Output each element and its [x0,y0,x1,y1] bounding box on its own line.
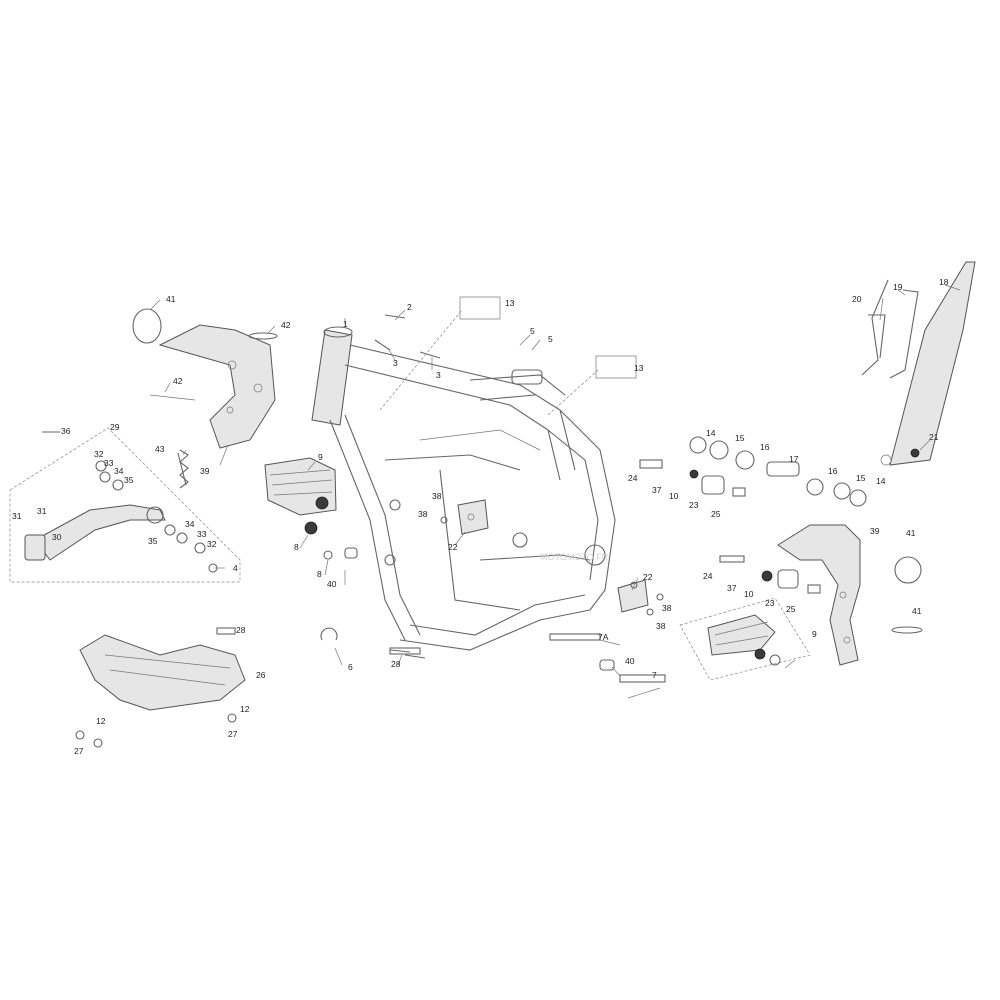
callout-31-b: 31 [37,506,47,516]
callout-2: 2 [407,302,412,312]
callout-8-b: 8 [317,569,322,579]
callout-28-a: 28 [236,625,246,635]
callout-41-b: 41 [906,528,916,538]
skid-plate [75,627,421,748]
callout-39-a: 39 [200,466,210,476]
callout-35-a: 35 [124,475,134,485]
callout-41-a: 41 [166,294,176,304]
callout-37-a: 37 [652,485,662,495]
callout-22-a: 22 [448,542,458,552]
left-footpeg [264,457,337,560]
callout-13-a: 13 [505,298,515,308]
callout-25-a: 25 [711,509,721,519]
callout-26: 26 [256,670,266,680]
main-frame [311,326,616,651]
side-stand [861,261,976,466]
callout-10-a: 10 [669,491,679,501]
callout-22-b: 22 [643,572,653,582]
callout-labels: 1 2 3 3 4 5 5 6 7 7A 8 8 9 9 10 10 12 12… [12,277,949,756]
callout-23-b: 23 [765,598,775,608]
callout-23-a: 23 [689,500,699,510]
callout-5-a: 5 [530,326,535,336]
callout-38-d: 38 [656,621,666,631]
callout-28-b: 28 [391,659,401,669]
brake-pedal-assembly [9,427,241,583]
right-frame-guard [777,524,923,666]
callout-1: 1 [343,319,348,329]
callout-35-b: 35 [148,536,158,546]
callout-38-b: 38 [418,509,428,519]
callout-43: 43 [155,444,165,454]
left-frame-guard [132,308,278,449]
callout-14-a: 14 [706,428,716,438]
callout-4: 4 [233,563,238,573]
callout-20: 20 [852,294,862,304]
callout-16-b: 16 [828,466,838,476]
callout-3-a: 3 [393,358,398,368]
callout-31-a: 31 [12,511,22,521]
callout-12-b: 12 [240,704,250,714]
callout-8-a: 8 [294,542,299,552]
callout-24-a: 24 [628,473,638,483]
right-footpeg [679,597,811,681]
callout-16-a: 16 [760,442,770,452]
callout-24-b: 24 [703,571,713,581]
callout-6: 6 [348,662,353,672]
callout-9-a: 9 [318,452,323,462]
callout-36: 36 [61,426,71,436]
callout-34-a: 34 [114,466,124,476]
callout-10-b: 10 [744,589,754,599]
callout-38-a: 38 [432,491,442,501]
callout-37-b: 37 [727,583,737,593]
callout-32-a: 32 [94,449,104,459]
callout-15-a: 15 [735,433,745,443]
callout-29: 29 [110,422,120,432]
callout-30: 30 [52,532,62,542]
callout-38-c: 38 [662,603,672,613]
callout-33-a: 33 [104,458,114,468]
callout-42-a: 42 [281,320,291,330]
callout-33-b: 33 [197,529,207,539]
callout-40-b: 40 [625,656,635,666]
callout-40-a: 40 [327,579,337,589]
callout-5-b: 5 [548,334,553,344]
callout-19: 19 [893,282,903,292]
watermark-text: MOTOMOTO.FR [540,552,609,562]
small-parts [179,296,664,659]
callout-27-b: 27 [228,729,238,739]
callout-17: 17 [789,454,799,464]
callout-39-b: 39 [870,526,880,536]
callout-14-b: 14 [876,476,886,486]
callout-21: 21 [929,432,939,442]
callout-3-b: 3 [436,370,441,380]
callout-7a: 7A [598,632,609,642]
callout-41-c: 41 [912,606,922,616]
callout-7: 7 [652,670,657,680]
callout-32-b: 32 [207,539,217,549]
leader-lines [149,284,961,699]
callout-27-a: 27 [74,746,84,756]
callout-18: 18 [939,277,949,287]
callout-25-b: 25 [786,604,796,614]
callout-9-b: 9 [812,629,817,639]
callout-15-b: 15 [856,473,866,483]
pivot-hardware [344,436,867,683]
callout-34-b: 34 [185,519,195,529]
callout-12-a: 12 [96,716,106,726]
callout-42-b: 42 [173,376,183,386]
callout-13-b: 13 [634,363,644,373]
